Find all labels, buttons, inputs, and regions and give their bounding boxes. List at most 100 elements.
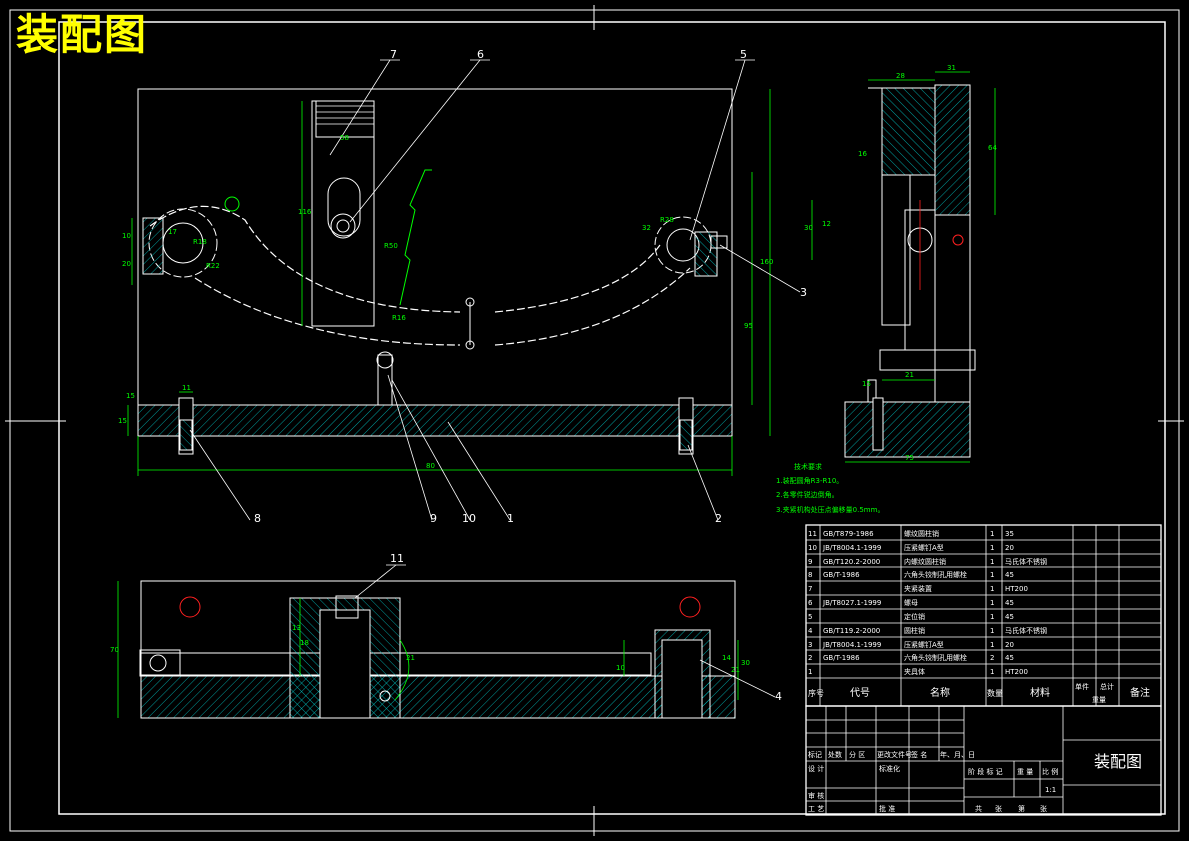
svg-text:75: 75 xyxy=(905,454,914,462)
svg-text:15: 15 xyxy=(126,392,135,400)
drawing-name: 装配图 xyxy=(1094,752,1142,771)
svg-text:20: 20 xyxy=(1005,544,1014,552)
svg-text:签 名: 签 名 xyxy=(911,750,927,759)
bom-header: 序号 代号 名称 数量 材料 单件 总计 重量 备注 xyxy=(808,682,1150,704)
svg-text:1: 1 xyxy=(990,585,994,593)
svg-text:7: 7 xyxy=(808,585,812,593)
svg-text:12: 12 xyxy=(822,220,831,228)
svg-text:1: 1 xyxy=(990,599,994,607)
svg-text:圆柱销: 圆柱销 xyxy=(904,626,925,635)
bottom-dimension-labels: 70 13 18 21 10 14 21 30 xyxy=(110,624,750,674)
svg-text:1: 1 xyxy=(990,571,994,579)
svg-text:六角头铰制孔用螺栓: 六角头铰制孔用螺栓 xyxy=(904,653,967,662)
svg-text:JB/T8027.1-1999: JB/T8027.1-1999 xyxy=(822,599,881,607)
drawing-frame xyxy=(5,5,1184,836)
svg-text:JB/T8004.1-1999: JB/T8004.1-1999 xyxy=(822,641,881,649)
svg-text:共: 共 xyxy=(975,804,982,813)
svg-text:压紧螺钉A型: 压紧螺钉A型 xyxy=(904,543,944,552)
tech-notes-heading: 技术要求 xyxy=(794,462,822,471)
svg-text:马氏体不锈钢: 马氏体不锈钢 xyxy=(1005,626,1047,635)
svg-text:设 计: 设 计 xyxy=(808,764,824,773)
balloon-11: 11 xyxy=(390,552,404,565)
balloon-1: 1 xyxy=(507,512,514,525)
svg-text:11: 11 xyxy=(808,530,817,538)
svg-text:1: 1 xyxy=(990,558,994,566)
svg-text:21: 21 xyxy=(406,654,415,662)
svg-text:1: 1 xyxy=(990,613,994,621)
svg-text:数量: 数量 xyxy=(987,688,1003,698)
svg-text:GB/T-1986: GB/T-1986 xyxy=(823,654,860,662)
svg-text:20: 20 xyxy=(1005,641,1014,649)
bottom-view xyxy=(117,564,776,719)
svg-text:31: 31 xyxy=(947,64,956,72)
svg-text:标记: 标记 xyxy=(808,750,822,759)
svg-text:3: 3 xyxy=(808,641,812,649)
svg-text:张: 张 xyxy=(1040,804,1047,813)
svg-text:夹具体: 夹具体 xyxy=(904,667,925,676)
balloon-labels: 1 2 3 4 5 6 7 8 9 10 11 xyxy=(254,48,807,703)
svg-text:R18: R18 xyxy=(193,238,207,246)
svg-text:8: 8 xyxy=(808,571,812,579)
svg-text:28: 28 xyxy=(896,72,905,80)
balloon-5: 5 xyxy=(740,48,747,61)
svg-text:GB/T-1986: GB/T-1986 xyxy=(823,571,860,579)
tech-note-2: 2.各零件锐边倒角。 xyxy=(776,490,839,499)
svg-text:2: 2 xyxy=(808,654,812,662)
svg-text:6: 6 xyxy=(808,599,813,607)
svg-text:内螺纹圆柱销: 内螺纹圆柱销 xyxy=(904,557,946,566)
side-view xyxy=(811,71,996,463)
balloon-9: 9 xyxy=(430,512,437,525)
balloon-6: 6 xyxy=(477,48,484,61)
svg-text:11: 11 xyxy=(182,384,191,392)
svg-text:32: 32 xyxy=(642,224,651,232)
svg-text:30: 30 xyxy=(741,659,750,667)
bom-table xyxy=(805,524,1162,707)
svg-text:1: 1 xyxy=(990,627,994,635)
page-title: 装配图 xyxy=(16,10,149,59)
svg-text:单件: 单件 xyxy=(1075,682,1089,691)
svg-text:GB/T119.2-2000: GB/T119.2-2000 xyxy=(823,627,880,635)
front-view xyxy=(127,59,801,521)
svg-text:35: 35 xyxy=(1005,530,1014,538)
tech-note-3: 3.夹紧机构处压点偏移量0.5mm。 xyxy=(776,505,884,514)
tech-notes: 技术要求 1.装配圆角R3-R10。 2.各零件锐边倒角。 3.夹紧机构处压点偏… xyxy=(776,462,884,514)
svg-text:总计: 总计 xyxy=(1100,682,1114,691)
svg-text:R50: R50 xyxy=(384,242,398,250)
svg-text:HT200: HT200 xyxy=(1005,585,1028,593)
svg-text:1: 1 xyxy=(808,668,812,676)
svg-text:64: 64 xyxy=(988,144,997,152)
balloon-8: 8 xyxy=(254,512,261,525)
svg-text:代号: 代号 xyxy=(850,687,870,699)
balloon-2: 2 xyxy=(715,512,722,525)
svg-text:重量: 重量 xyxy=(1092,696,1106,704)
svg-text:30: 30 xyxy=(804,224,813,232)
svg-text:5: 5 xyxy=(808,613,812,621)
table-row: 7 夹紧装置 1 HT200 xyxy=(808,584,1028,593)
svg-text:第: 第 xyxy=(1018,804,1025,813)
svg-text:工 艺: 工 艺 xyxy=(808,805,824,813)
svg-text:阶 段 标 记: 阶 段 标 记 xyxy=(968,767,1003,776)
svg-text:21: 21 xyxy=(731,666,740,674)
svg-text:9: 9 xyxy=(808,558,812,566)
svg-text:R16: R16 xyxy=(392,314,406,322)
svg-text:六角头铰制孔用螺栓: 六角头铰制孔用螺栓 xyxy=(904,570,967,579)
bolt-hole-left xyxy=(179,596,201,618)
svg-text:备注: 备注 xyxy=(1130,686,1150,699)
svg-text:R22: R22 xyxy=(206,262,220,270)
balloon-10: 10 xyxy=(462,512,476,525)
svg-text:58: 58 xyxy=(340,134,349,142)
balloon-4: 4 xyxy=(775,690,782,703)
svg-text:压紧螺钉A型: 压紧螺钉A型 xyxy=(904,640,944,649)
bolt-hole-right xyxy=(679,596,701,618)
svg-text:夹紧装置: 夹紧装置 xyxy=(904,584,932,593)
svg-text:70: 70 xyxy=(110,646,119,654)
svg-text:160: 160 xyxy=(760,258,773,266)
svg-text:95: 95 xyxy=(744,322,753,330)
svg-text:GB/T120.2-2000: GB/T120.2-2000 xyxy=(823,558,880,566)
